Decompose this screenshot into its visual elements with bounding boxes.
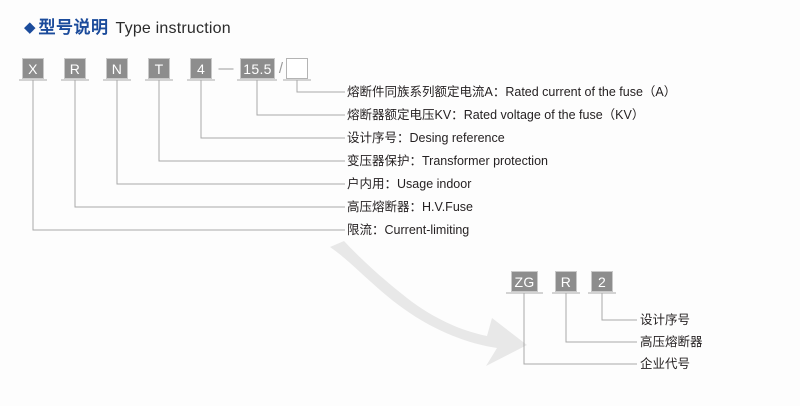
legend-en: Rated current of the fuse（A）	[505, 85, 677, 99]
legend-item-usage-indoor: 户内用：Usage indoor	[347, 178, 471, 191]
legend-cn: 设计序号：	[347, 131, 410, 145]
legend-en: Usage indoor	[397, 177, 472, 191]
code-box-n: N	[106, 58, 128, 79]
legend-item-design-reference: 设计序号：Desing reference	[347, 132, 505, 145]
legend-cn: 高压熔断器：	[347, 200, 423, 214]
separator-dash: —	[218, 60, 234, 77]
code-box-zg: ZG	[511, 271, 538, 292]
legend-en: Transformer protection	[422, 154, 548, 168]
legend-en: Rated voltage of the fuse（KV）	[463, 108, 645, 122]
legend-en: Current-limiting	[384, 223, 470, 237]
page-title: ◆ 型号说明 Type instruction	[24, 13, 231, 38]
secondary-label-enterprise-code: 企业代号	[640, 357, 691, 371]
legend-item-rated-voltage: 熔断器额定电压KV：Rated voltage of the fuse（KV）	[347, 109, 644, 122]
code-box-blank	[286, 58, 308, 79]
legend-item-hv-fuse: 高压熔断器：H.V.Fuse	[347, 201, 473, 214]
separator-slash: /	[278, 60, 284, 77]
code-box-t: T	[148, 58, 170, 79]
secondary-label-design-reference: 设计序号	[640, 313, 691, 327]
legend-cn: 户内用：	[347, 177, 398, 191]
page-title-cn: 型号说明	[38, 18, 109, 37]
code-box-zg-2: 2	[591, 271, 613, 292]
code-box-x: X	[22, 58, 44, 79]
legend-item-rated-current: 熔断件同族系列额定电流A：Rated current of the fuse（A…	[347, 86, 676, 99]
legend-item-current-limiting: 限流：Current-limiting	[347, 224, 469, 237]
legend-en: Desing reference	[409, 131, 505, 145]
legend-item-transformer-protection: 变压器保护：Transformer protection	[347, 155, 548, 168]
page-title-en: Type instruction	[115, 20, 231, 37]
legend-cn: 限流：	[347, 223, 385, 237]
legend-en: H.V.Fuse	[422, 200, 473, 214]
secondary-label-hv-fuse: 高压熔断器	[640, 335, 703, 349]
legend-cn: 熔断器额定电压KV：	[347, 108, 464, 122]
code-box-4: 4	[190, 58, 212, 79]
legend-cn: 熔断件同族系列额定电流A：	[347, 85, 506, 99]
diamond-bullet-icon: ◆	[24, 19, 36, 36]
code-box-r: R	[64, 58, 86, 79]
code-box-15-5: 15.5	[240, 58, 275, 79]
legend-cn: 变压器保护：	[347, 154, 423, 168]
code-box-zg-r: R	[555, 271, 577, 292]
